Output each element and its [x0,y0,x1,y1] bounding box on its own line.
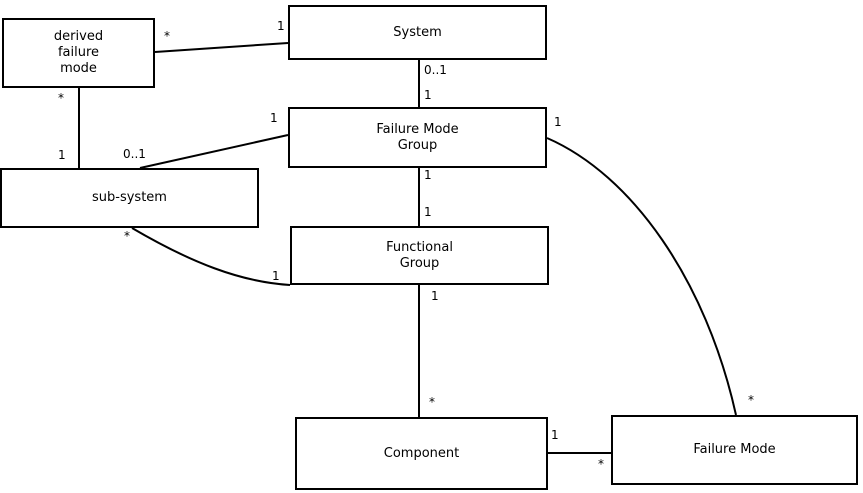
class-name-sub-system: sub-system [92,190,167,205]
class-box-system[interactable]: System [288,5,547,60]
class-name-system: System [393,24,442,40]
association-edge-derived-failure-mode-to-system [154,42,289,53]
multiplicity-label-m-fmg-system-one: 1 [424,88,432,102]
class-name-failure-mode-group: Failure Mode Group [376,121,459,153]
multiplicity-label-m-fmg-sub-one: 1 [270,111,278,125]
multiplicity-label-m-fmg-fm-one: 1 [554,115,562,129]
class-name-functional-group: Functional Group [386,239,453,271]
multiplicity-label-m-fm-comp-star: * [598,457,604,471]
multiplicity-label-m-sub-dfm-one: 1 [58,148,66,162]
multiplicity-label-m-fg-fmg-one: 1 [424,205,432,219]
multiplicity-label-m-comp-fg-star: * [429,395,435,409]
association-edge-failure-mode-group-to-failure-mode [546,137,737,416]
class-name-failure-mode: Failure Mode [693,442,776,457]
multiplicity-label-m-fm-fmg-star: * [748,393,754,407]
multiplicity-label-m-dfm-sub-star: * [58,91,64,105]
class-box-failure-mode[interactable]: Failure Mode [611,415,858,485]
multiplicity-label-m-system-dfm-one: 1 [277,19,285,33]
multiplicity-label-m-sub-fg-star: * [124,229,130,243]
multiplicity-label-m-sub-fmg-zero-one: 0..1 [123,147,146,161]
class-box-failure-mode-group[interactable]: Failure Mode Group [288,107,547,168]
class-box-functional-group[interactable]: Functional Group [290,226,549,285]
multiplicity-label-m-fmg-fg-one: 1 [424,168,432,182]
multiplicity-label-m-comp-fm-one: 1 [551,428,559,442]
multiplicity-label-m-dfm-system-star: * [164,29,170,43]
class-box-sub-system[interactable]: sub-system [0,168,259,228]
multiplicity-label-m-fg-sub-one: 1 [272,269,280,283]
multiplicity-label-m-system-fmg-zero-one: 0..1 [424,63,447,77]
class-box-derived-failure-mode[interactable]: derived failure mode [2,18,155,88]
association-edge-sub-system-to-functional-group [131,227,291,286]
class-box-component[interactable]: Component [295,417,548,490]
class-name-derived-failure-mode: derived failure mode [53,29,104,76]
class-name-component: Component [383,445,460,461]
association-edge-sub-system-to-failure-mode-group [139,134,289,169]
multiplicity-label-m-fg-comp-one: 1 [431,289,439,303]
